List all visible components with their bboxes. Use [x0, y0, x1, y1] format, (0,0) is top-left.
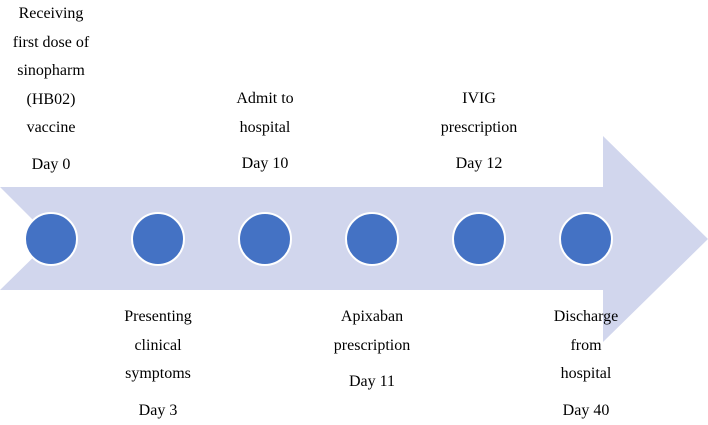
timeline-node-symptoms	[131, 212, 185, 266]
event-text: IVIG prescription	[440, 90, 518, 136]
timeline-node-admit	[238, 212, 292, 266]
timeline-node-ivig	[452, 212, 506, 266]
event-day: Day 3	[138, 401, 178, 419]
event-text: Receiving first dose of sinopharm (HB02)…	[12, 5, 90, 137]
event-day: Day 10	[241, 155, 289, 173]
event-day: Day 11	[348, 373, 396, 391]
event-text: Admit to hospital	[236, 90, 294, 136]
timeline-node-discharge	[559, 212, 613, 266]
event-label-vaccine: Receiving first dose of sinopharm (HB02)…	[13, 0, 89, 180]
timeline-node-apixaban	[345, 212, 399, 266]
event-text: Discharge from hospital	[553, 308, 619, 383]
event-text: Apixaban prescription	[333, 308, 411, 354]
event-day: Day 12	[455, 155, 503, 173]
event-day: Day 0	[31, 155, 71, 173]
event-text: Presenting clinical symptoms	[124, 308, 192, 383]
event-day: Day 40	[562, 401, 610, 419]
timeline-node-vaccine	[24, 212, 78, 266]
timeline-nodes	[24, 212, 613, 266]
